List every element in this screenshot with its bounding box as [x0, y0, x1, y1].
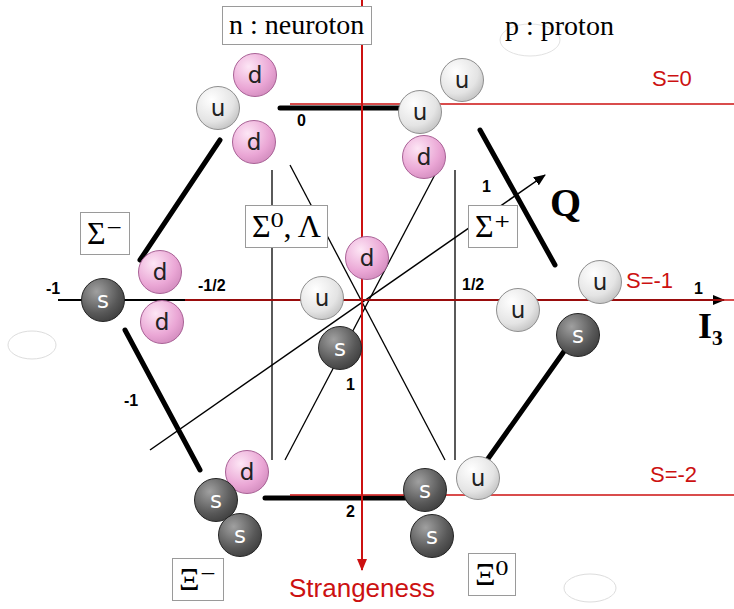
- quark-letter: s: [334, 337, 346, 360]
- quark-letter: s: [210, 489, 222, 512]
- strangeness-value: S=-2: [650, 462, 697, 487]
- strangeness-line: [185, 299, 734, 301]
- strange-quark: s: [81, 278, 125, 322]
- particle-label-box: Σ⁺: [468, 205, 518, 248]
- quark-letter: u: [455, 69, 470, 92]
- up-quark: u: [196, 86, 240, 130]
- quark-letter: s: [572, 324, 584, 347]
- inner-line: [454, 170, 455, 460]
- strange-quark: s: [218, 513, 262, 557]
- strange-quark: s: [403, 468, 447, 512]
- up-quark: u: [398, 90, 442, 134]
- quark-letter: d: [155, 311, 170, 334]
- quark-letter: u: [315, 287, 330, 310]
- up-quark: u: [578, 260, 622, 304]
- quark-letter: u: [471, 467, 486, 490]
- particle-name: Σ⁰, Λ: [252, 208, 321, 245]
- particle-name: p : proton: [505, 10, 614, 42]
- down-quark: d: [233, 53, 277, 97]
- particle-name: Ξ⁻: [179, 561, 217, 598]
- octet-hexagon: [125, 108, 565, 498]
- quark-letter: d: [247, 131, 262, 154]
- quark-letter: u: [511, 299, 526, 322]
- down-quark: d: [138, 250, 182, 294]
- particle-label-box: Ξ⁻: [172, 558, 224, 601]
- quark-letter: s: [97, 289, 109, 312]
- down-quark: d: [345, 236, 389, 280]
- up-quark: u: [456, 456, 500, 500]
- up-quark: u: [496, 288, 540, 332]
- strangeness-line: [290, 494, 734, 496]
- quark-letter: u: [211, 97, 226, 120]
- quark-letter: d: [417, 146, 432, 169]
- particle-name: Σ⁺: [475, 208, 511, 245]
- quark-letter: d: [240, 461, 255, 484]
- up-quark: u: [440, 58, 484, 102]
- down-quark: d: [232, 120, 276, 164]
- up-quark: u: [300, 276, 344, 320]
- quark-letter: d: [360, 247, 375, 270]
- quark-letter: s: [426, 525, 438, 548]
- faint-ellipse: [8, 331, 56, 359]
- particle-label-box: Σ⁰, Λ: [245, 205, 328, 248]
- strange-quark: s: [556, 313, 600, 357]
- strangeness-value: S=0: [652, 66, 692, 91]
- axis-tick: -1/2: [198, 277, 226, 295]
- quark-letter: u: [593, 271, 608, 294]
- particle-label-box: n : neuroton: [222, 6, 372, 45]
- axis-tick: 2: [346, 503, 355, 521]
- axis-tick: -1: [124, 392, 138, 410]
- down-quark: d: [140, 300, 184, 344]
- quark-letter: d: [153, 261, 168, 284]
- axis-tick: 1: [482, 178, 491, 196]
- axis-name: I₃: [698, 306, 723, 347]
- particle-name: n : neuroton: [229, 9, 365, 41]
- faint-ellipse: [564, 574, 616, 602]
- strangeness-line: [290, 103, 734, 105]
- axis-tick: 1/2: [462, 276, 484, 294]
- axis-tick: 1: [346, 376, 355, 394]
- quark-letter: d: [248, 64, 263, 87]
- axis-name: Q: [550, 180, 581, 226]
- strange-quark: s: [410, 514, 454, 558]
- particle-label-box: Σ⁻: [80, 212, 130, 255]
- strange-quark: s: [318, 326, 362, 370]
- axis-name: Strangeness: [289, 574, 435, 604]
- particle-label-box: Ξ⁰: [468, 553, 516, 596]
- charge-axis: [150, 175, 545, 450]
- strangeness-axis: [361, 0, 363, 570]
- strangeness-value: S=-1: [626, 268, 673, 293]
- quark-letter: s: [419, 479, 431, 502]
- quark-letter: u: [413, 101, 428, 124]
- quark-letter: s: [234, 524, 246, 547]
- axis-tick: -1: [46, 280, 60, 298]
- axis-tick: 1: [694, 280, 703, 298]
- particle-name: Ξ⁰: [475, 556, 509, 593]
- axis-tick: 0: [297, 112, 306, 130]
- particle-name: Σ⁻: [87, 215, 123, 252]
- down-quark: d: [402, 135, 446, 179]
